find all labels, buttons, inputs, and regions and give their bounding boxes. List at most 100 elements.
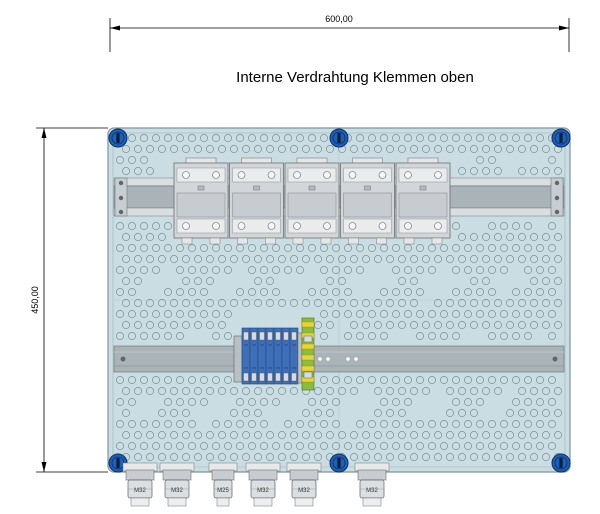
mounting-hole [206, 145, 214, 153]
mounting-hole [548, 288, 556, 296]
corner-screws [108, 128, 571, 473]
mounting-hole [380, 288, 388, 296]
mounting-hole [506, 233, 514, 241]
mounting-hole [374, 431, 382, 439]
mounting-hole [176, 376, 184, 384]
mounting-hole [230, 299, 238, 307]
mounting-hole [554, 167, 562, 175]
mounting-hole [524, 398, 532, 406]
cable-gland: M32 [354, 462, 390, 507]
mounting-hole [446, 409, 454, 417]
mounting-hole [128, 376, 136, 384]
mounting-hole [452, 442, 460, 450]
mounting-hole [386, 453, 394, 461]
mounting-hole [518, 255, 526, 263]
mounting-hole [476, 398, 484, 406]
cable-gland: M25 [208, 462, 238, 507]
mounting-hole [344, 442, 352, 450]
mounting-hole [494, 453, 502, 461]
mounting-hole [212, 266, 220, 274]
mounting-hole [116, 244, 124, 252]
mounting-hole [500, 266, 508, 274]
mounting-hole [464, 310, 472, 318]
mounting-hole [554, 299, 562, 307]
mounting-hole [452, 134, 460, 142]
mounting-hole [524, 376, 532, 384]
mounting-hole [338, 387, 346, 395]
mounting-hole [434, 299, 442, 307]
mounting-hole [272, 398, 280, 406]
mounting-hole [128, 244, 136, 252]
mounting-hole [530, 255, 538, 263]
mounting-hole [512, 420, 520, 428]
mounting-hole [152, 244, 160, 252]
mounting-hole [176, 134, 184, 142]
mounting-hole [332, 288, 340, 296]
mounting-hole [170, 145, 178, 153]
mounting-hole [206, 431, 214, 439]
mounting-hole [494, 431, 502, 439]
mounting-hole [542, 167, 550, 175]
mounting-hole [140, 156, 148, 164]
circuit-breaker [229, 157, 284, 245]
mounting-hole [476, 134, 484, 142]
mounting-hole [368, 134, 376, 142]
mounting-hole [290, 145, 298, 153]
mounting-hole [506, 145, 514, 153]
mounting-hole [152, 134, 160, 142]
mounting-hole [482, 431, 490, 439]
mounting-hole [326, 409, 334, 417]
mounting-hole [386, 431, 394, 439]
mounting-hole [440, 134, 448, 142]
mounting-hole [326, 277, 334, 285]
mounting-hole [122, 321, 130, 329]
mounting-hole [122, 167, 130, 175]
mounting-hole [134, 167, 142, 175]
mounting-hole [404, 288, 412, 296]
mounting-hole [512, 376, 520, 384]
mounting-hole [116, 310, 124, 318]
mounting-hole [530, 167, 538, 175]
mounting-hole [512, 244, 520, 252]
enclosure-screw-icon [551, 453, 571, 473]
mounting-hole [512, 332, 520, 340]
mounting-hole [170, 321, 178, 329]
mounting-hole [434, 255, 442, 263]
mounting-hole [188, 288, 196, 296]
mounting-hole [164, 288, 172, 296]
mounting-hole [524, 222, 532, 230]
mounting-hole [140, 420, 148, 428]
mounting-hole [224, 442, 232, 450]
mounting-hole [152, 376, 160, 384]
mounting-hole [296, 134, 304, 142]
mounting-hole [488, 288, 496, 296]
mounting-hole [206, 321, 214, 329]
mounting-hole [290, 431, 298, 439]
mounting-hole [260, 266, 268, 274]
mounting-hole [134, 233, 142, 241]
mounting-hole [278, 431, 286, 439]
mounting-hole [476, 442, 484, 450]
mounting-hole [482, 255, 490, 263]
mounting-hole [428, 420, 436, 428]
mounting-hole [404, 310, 412, 318]
mounting-hole [428, 310, 436, 318]
mounting-hole [278, 387, 286, 395]
mounting-hole [182, 299, 190, 307]
mounting-hole [416, 266, 424, 274]
mounting-hole [536, 244, 544, 252]
mounting-hole [284, 420, 292, 428]
mounting-hole [362, 321, 370, 329]
mounting-hole [158, 409, 166, 417]
mounting-hole [548, 442, 556, 450]
mounting-hole [116, 398, 124, 406]
mounting-hole [206, 277, 214, 285]
mounting-hole [416, 442, 424, 450]
mounting-hole [284, 266, 292, 274]
mounting-hole [554, 277, 562, 285]
mounting-hole [488, 134, 496, 142]
mounting-hole [302, 145, 310, 153]
mounting-hole [398, 431, 406, 439]
mounting-hole [200, 442, 208, 450]
terminal-block [241, 327, 251, 385]
